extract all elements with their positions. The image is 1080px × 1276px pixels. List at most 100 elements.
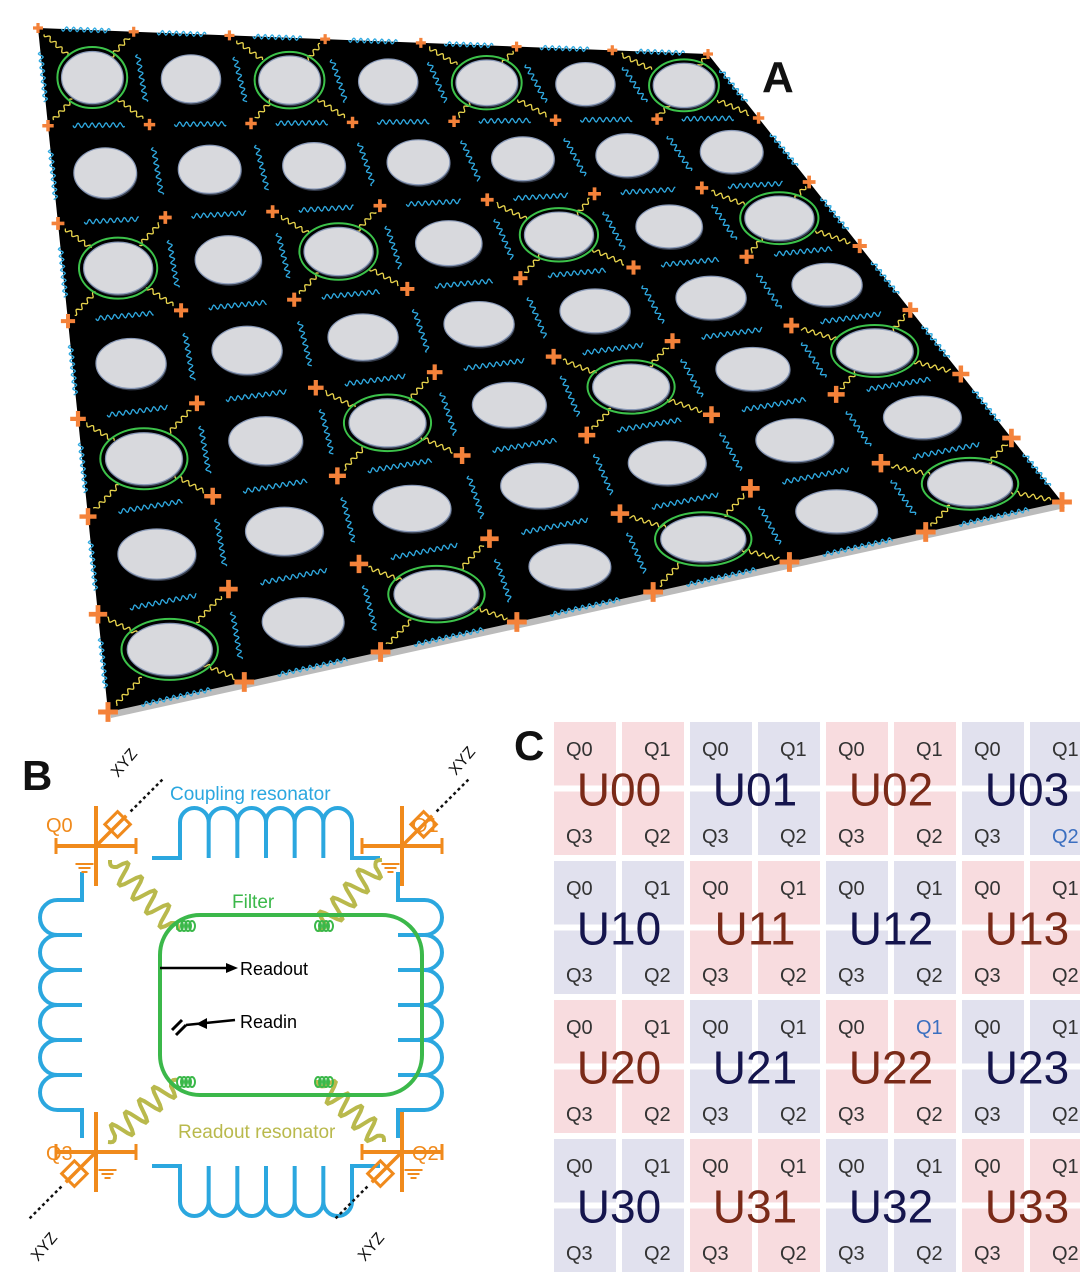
coupling-resonator-h [822,537,894,558]
qubit-disc [393,569,480,619]
qubit-tile [758,861,820,925]
qubit-disc [372,484,452,533]
qubit-tile [894,1208,956,1272]
qubit-tile [1030,861,1080,925]
coupling-resonator-h [95,310,154,322]
qubit-disc [652,62,716,109]
junction-node [1002,428,1021,448]
qubit-label: Q2 [644,826,671,848]
readout-resonator-line [74,291,96,317]
qubit-tile [826,861,888,925]
qubit-disc [882,395,962,440]
qubit-disc [471,381,547,428]
coupling-resonator-h [390,542,458,561]
filter-ring [920,456,1020,511]
junction-node [400,281,415,297]
qubit-disc [83,241,154,295]
junction-node [703,49,713,59]
readout-resonator-line [43,34,69,56]
coupling-resonator-v [756,273,783,309]
qubit-tile [690,722,752,786]
qubit-tile [894,722,956,786]
unit-label: U02 [849,764,933,816]
junction-node [664,333,681,349]
readout-resonator-line [145,287,174,307]
readout-resonator-line [814,229,851,245]
coupling-resonator-v [711,204,738,240]
junction-node [287,292,302,307]
qubit-label: Q1 [644,739,671,761]
junction-node [952,365,970,383]
coupling-resonator-v [384,225,403,270]
coupling-resonator-v [460,140,481,182]
coupling-resonator-v [800,342,827,378]
junction-node [549,114,562,126]
junction-node [33,23,43,33]
qubit-disc [414,220,483,267]
coupling-resonator-h [275,119,329,127]
coupling-resonator-h [781,467,850,485]
coupling-resonator-v [439,392,457,437]
coupling-resonator-h [547,267,607,279]
qubit-tile [758,1208,820,1272]
readout-resonator-line [52,98,73,121]
junction-node [827,385,845,403]
qubit-label: Q3 [974,1104,1001,1126]
qubit-tile [894,1069,956,1133]
coupling-resonator-bottom [152,1164,380,1218]
unit-label: U11 [715,903,796,955]
junction-node [739,249,754,264]
qubit-label: Q3 [974,965,1001,987]
readout-resonator-line [139,222,160,247]
qubit-label: Q2 [916,965,943,987]
qubit-label: Q1 [1052,1156,1079,1178]
qubit-tile [622,930,684,994]
coupling-resonator-h [259,567,328,586]
qubit-disc [835,328,914,374]
coupling-resonator-v [466,475,485,520]
coupling-resonator-h [539,44,590,53]
qubit-label: Q0 [566,878,593,900]
qubit-disc [261,597,345,647]
qubit-tile [1030,791,1080,855]
qubit-label: Q2 [644,1104,671,1126]
qubit-label: Q2 [780,1243,807,1265]
qubit-label: Q1 [916,1156,943,1178]
qubit-label: Q1 [644,1156,671,1178]
filter-ring [120,617,219,681]
coupling-resonator-v [37,51,49,103]
unit-label: U31 [713,1181,797,1233]
qubit-tile [1030,1208,1080,1272]
qubit-label: Q0 [702,739,729,761]
readout-resonator-line [64,228,92,248]
chip-substrate [38,28,1062,712]
coupling-resonator-v [1022,453,1052,486]
qubit-tile [962,722,1024,786]
qubit-label: Q2 [916,1104,943,1126]
qubit-disc [699,129,764,174]
filter-ring [739,191,820,246]
qubit-label: Q0 [974,1017,1001,1039]
readout-resonator-line [92,483,119,509]
qubit-label: Q0 [838,1156,865,1178]
filter-ring [253,50,326,110]
junction-node [480,193,494,207]
coupling-resonator-h [520,517,589,536]
qubit-crosses [26,776,472,1222]
filter-coil-turn [176,1076,184,1088]
coupling-resonator-h [140,687,212,708]
qubit-disc [500,462,580,509]
coupling-resonator-h [616,417,682,433]
qubit-tile [826,930,888,994]
qubit-tile [758,930,820,994]
junction-node [643,582,664,602]
junction-node [426,364,443,381]
unit-label: U23 [985,1042,1069,1094]
coupling-resonator-v [47,149,59,201]
coupling-resonator-v [77,442,89,494]
junction-node [448,115,460,128]
qubit-tile [1030,1000,1080,1064]
readout-resonator-line [117,98,144,119]
label-readout: Readout [240,959,308,979]
coupling-resonator-v [229,611,244,660]
